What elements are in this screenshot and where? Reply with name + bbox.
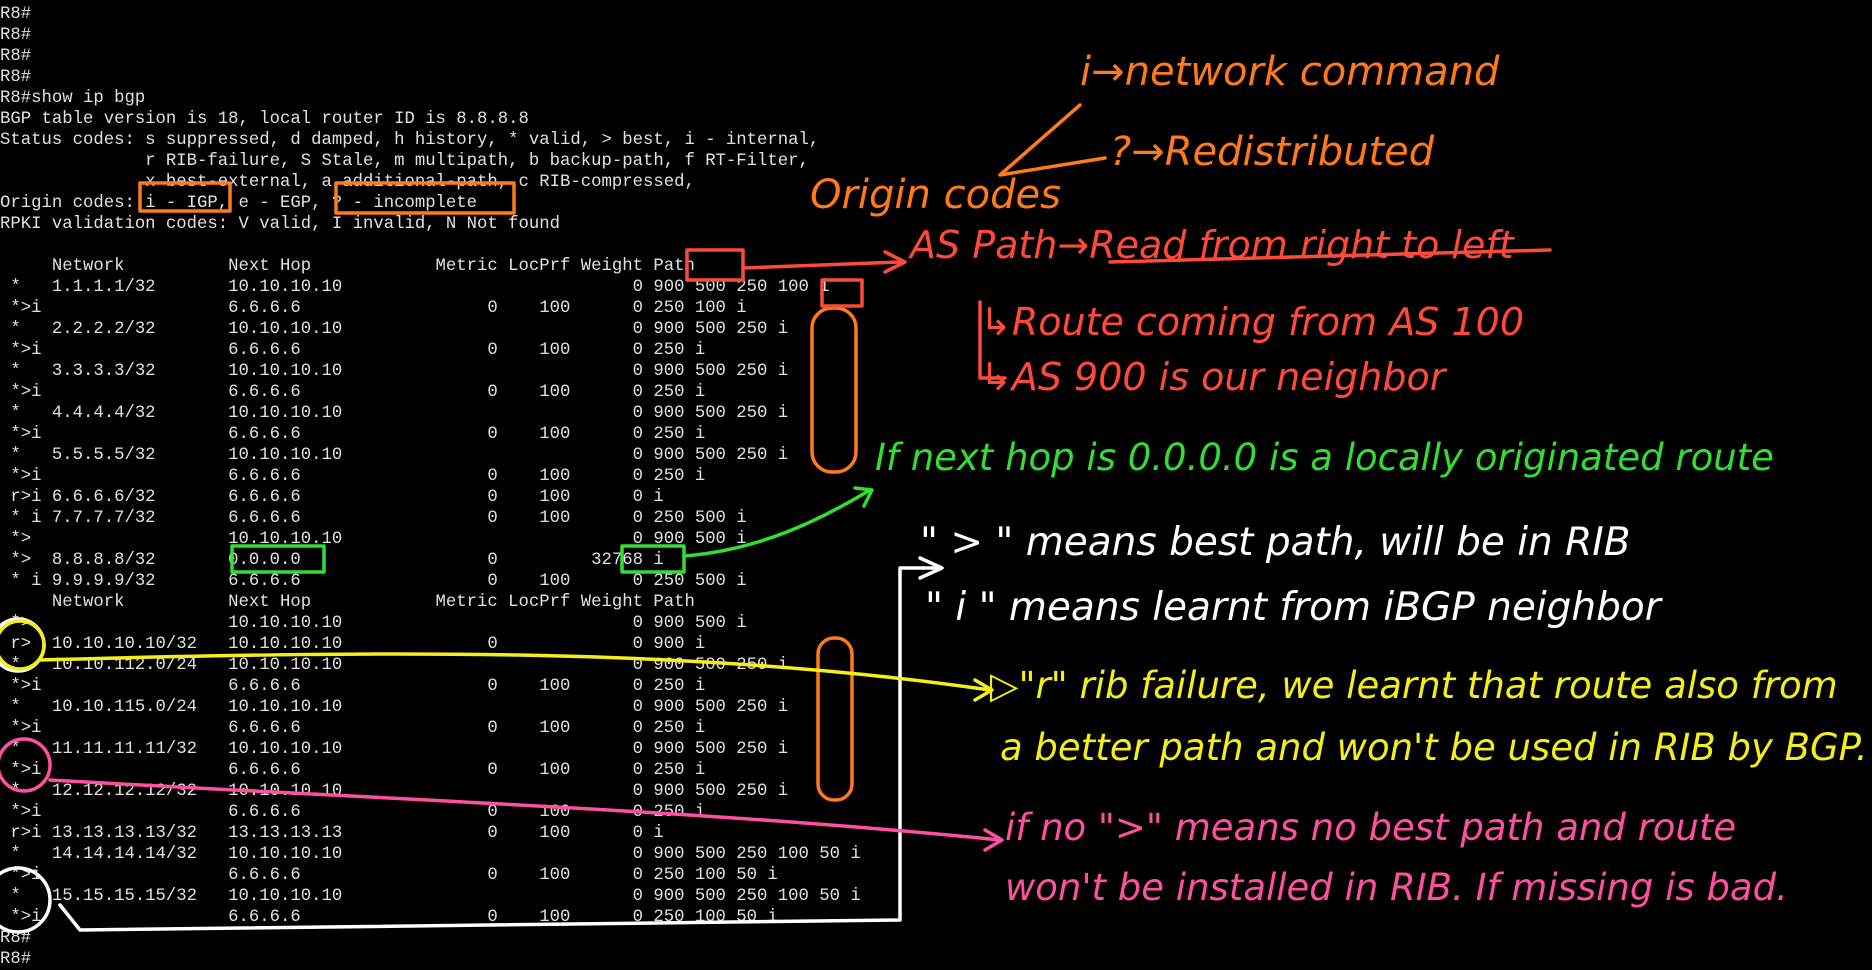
note-origin-igp: i→network command (1080, 49, 1500, 95)
note-ibgp: " i " means learnt from iBGP neighbor (925, 585, 1664, 630)
terminal-line: *>i 6.6.6.6 0 100 0 250 i (0, 383, 706, 402)
terminal-line: Network Next Hop Metric LocPrf Weight Pa… (0, 257, 695, 276)
terminal-line: * 1.1.1.1/32 10.10.10.10 0 900 500 250 1… (0, 278, 830, 297)
terminal-line: r>i 13.13.13.13/32 13.13.13.13 0 100 0 i (0, 824, 664, 843)
terminal-line: R8# (0, 26, 32, 45)
terminal-line: * 14.14.14.14/32 10.10.10.10 0 900 500 2… (0, 845, 861, 864)
note-no-best-2: won't be installed in RIB. If missing is… (1005, 866, 1788, 909)
terminal-line: * 12.12.12.12/32 10.10.10.10 0 900 500 2… (0, 782, 789, 801)
terminal-line: RPKI validation codes: V valid, I invali… (0, 215, 561, 234)
terminal-line: * i 7.7.7.7/32 6.6.6.6 0 100 0 250 500 i (0, 509, 747, 528)
note-route-from-as100: ↳Route coming from AS 100 (980, 300, 1524, 344)
terminal-line: *> 10.10.10.10 0 900 500 i (0, 530, 747, 549)
as-path-bracket (978, 300, 1007, 380)
note-origin-incomplete: ?→Redistributed (1110, 129, 1435, 175)
note-rib-failure-1: ▷"r" rib failure, we learnt that route a… (990, 664, 1838, 707)
terminal-line: *>i 6.6.6.6 0 100 0 250 i (0, 803, 706, 822)
terminal-line: Origin codes: i - IGP, e - EGP, ? - inco… (0, 194, 478, 213)
terminal-line: BGP table version is 18, local router ID… (0, 110, 529, 129)
terminal-line: x best-external, a additional-path, c RI… (0, 173, 695, 192)
note-as900-neighbor: ↳AS 900 is our neighbor (980, 355, 1448, 399)
terminal-line: *>i 6.6.6.6 0 100 0 250 100 50 i (0, 908, 778, 927)
terminal-line: r> 10.10.10.10/32 10.10.10.10 0 0 900 i (0, 635, 706, 654)
terminal-line: * 10.10.112.0/24 10.10.10.10 0 900 500 2… (0, 656, 789, 675)
terminal-line: r>i 6.6.6.6/32 6.6.6.6 0 100 0 i (0, 488, 664, 507)
note-best-path: " > " means best path, will be in RIB (920, 520, 1631, 565)
origin-codes-bracket (998, 103, 1107, 177)
terminal-line: R8#show ip bgp (0, 89, 146, 108)
terminal-line: * 10.10.115.0/24 10.10.10.10 0 900 500 2… (0, 698, 789, 717)
terminal-line: R8# (0, 68, 32, 87)
terminal-line: * i 9.9.9.9/32 6.6.6.6 0 100 0 250 500 i (0, 572, 747, 591)
terminal-line: R8# (0, 950, 32, 969)
terminal-line: *>i 6.6.6.6 0 100 0 250 i (0, 761, 706, 780)
terminal-line: * 4.4.4.4/32 10.10.10.10 0 900 500 250 i (0, 404, 789, 423)
terminal-line: R8# (0, 929, 32, 948)
terminal-line: Network Next Hop Metric LocPrf Weight Pa… (0, 593, 695, 612)
terminal-line: *>i 6.6.6.6 0 100 0 250 i (0, 719, 706, 738)
terminal-line: r RIB-failure, S Stale, m multipath, b b… (0, 152, 809, 171)
terminal-line: *>i 6.6.6.6 0 100 0 250 100 i (0, 299, 747, 318)
note-rib-failure-2: a better path and won't be used in RIB b… (1000, 726, 1868, 769)
terminal-line: * 2.2.2.2/32 10.10.10.10 0 900 500 250 i (0, 320, 789, 339)
terminal-line: *> 8.8.8.8/32 0.0.0.0 0 32768 i (0, 551, 664, 570)
terminal-line: *>i 6.6.6.6 0 100 0 250 i (0, 467, 706, 486)
terminal-line: *> 10.10.10.10 0 900 500 i (0, 614, 747, 633)
terminal-line: R8# (0, 47, 32, 66)
read-direction-underline (1108, 248, 1552, 264)
terminal-line: * 15.15.15.15/32 10.10.10.10 0 900 500 2… (0, 887, 861, 906)
terminal-line: R8# (0, 5, 32, 24)
terminal-line: *>i 6.6.6.6 0 100 0 250 i (0, 677, 706, 696)
terminal-line: *>i 6.6.6.6 0 100 0 250 100 50 i (0, 866, 778, 885)
terminal-line: * 3.3.3.3/32 10.10.10.10 0 900 500 250 i (0, 362, 789, 381)
note-no-best-1: if no ">" means no best path and route (1005, 806, 1736, 849)
terminal-line: * 5.5.5.5/32 10.10.10.10 0 900 500 250 i (0, 446, 789, 465)
terminal-line: *>i 6.6.6.6 0 100 0 250 i (0, 341, 706, 360)
terminal-line: *>i 6.6.6.6 0 100 0 250 i (0, 425, 706, 444)
bracket-arrow-head (918, 556, 944, 580)
note-local-route: If next hop is 0.0.0.0 is a locally orig… (875, 436, 1774, 479)
terminal-line (0, 235, 861, 256)
terminal-line: * 11.11.11.11/32 10.10.10.10 0 900 500 2… (0, 740, 789, 759)
terminal-line: Status codes: s suppressed, d damped, h … (0, 131, 820, 150)
note-as-path: AS Path→Read from right to left (907, 223, 1516, 267)
